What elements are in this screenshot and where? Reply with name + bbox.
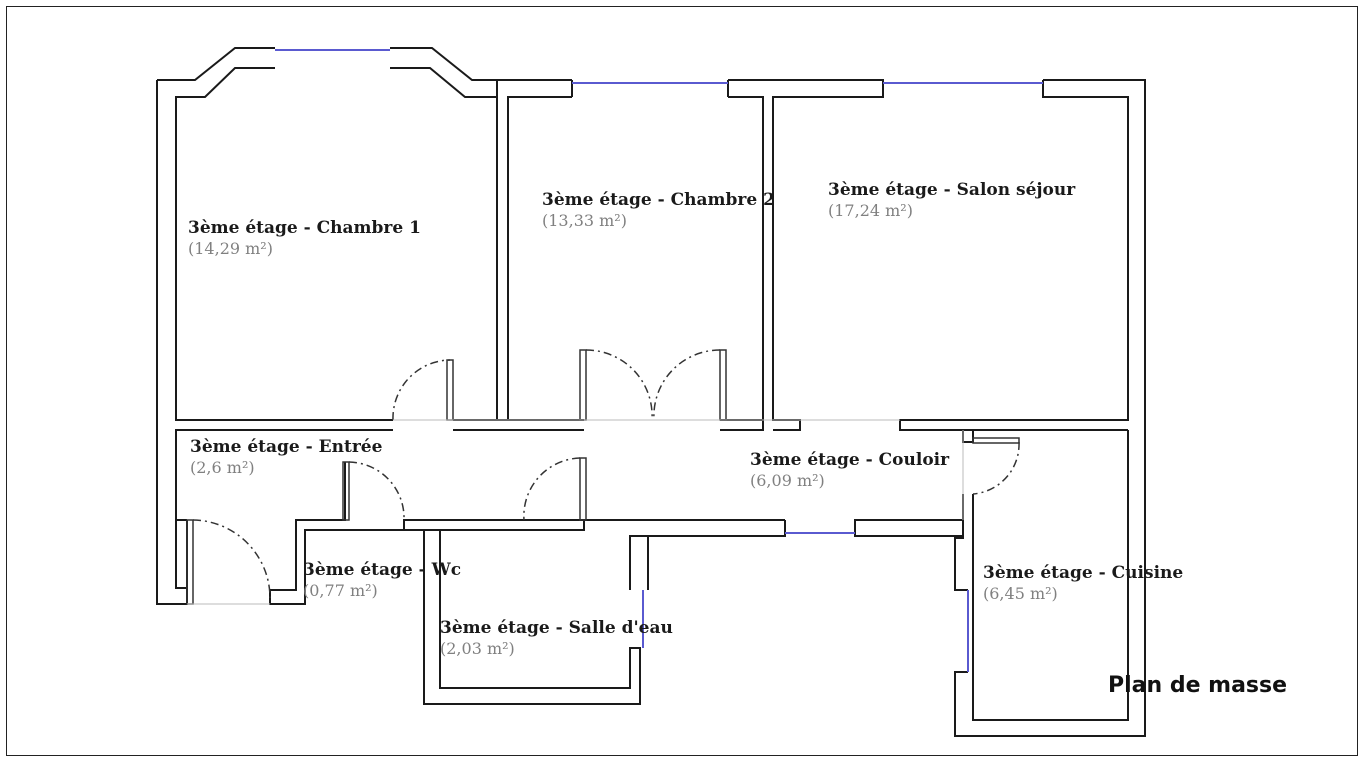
plan-title: Plan de masse	[1108, 673, 1288, 698]
wall-corridor-bottom	[403, 519, 963, 590]
room-label-chambre-2: 3ème étage - Chambre 2 (13,33 m²)	[542, 190, 775, 231]
door-leaf-chambre-2-left	[579, 349, 587, 421]
wall-salle-deau	[423, 530, 648, 705]
door-leaf-cuisine	[972, 437, 1020, 444]
page-frame	[6, 6, 1358, 756]
room-label-salle-deau: 3ème étage - Salle d'eau (2,03 m²)	[440, 618, 673, 659]
door-swing-chambre-2-right	[653, 349, 721, 421]
wall-salon	[763, 79, 1146, 604]
door-swing-cuisine	[972, 441, 1020, 495]
room-name-chambre-2: 3ème étage - Chambre 2	[542, 190, 775, 210]
room-name-couloir: 3ème étage - Couloir	[750, 450, 950, 470]
wall-entree-left	[175, 519, 188, 588]
room-name-chambre-1: 3ème étage - Chambre 1	[188, 218, 421, 238]
door-leaf-chambre-2-right	[719, 349, 727, 421]
door-swing-chambre-1	[392, 359, 451, 421]
wall-corridor-top	[453, 419, 584, 431]
wall-salon-left	[720, 97, 764, 431]
door-swing-chambre-2-left	[585, 349, 653, 421]
room-name-salle-deau: 3ème étage - Salle d'eau	[440, 618, 673, 638]
door-swing-entree	[192, 519, 271, 599]
room-label-salon-sejour: 3ème étage - Salon séjour (17,24 m²)	[828, 180, 1075, 221]
room-name-entree: 3ème étage - Entrée	[190, 437, 383, 457]
wall-chambre-1-outer	[157, 47, 498, 421]
wall-cuisine	[954, 430, 1146, 737]
room-label-couloir: 3ème étage - Couloir (6,09 m²)	[750, 450, 949, 491]
door-leaf-chambre-1	[446, 359, 454, 421]
room-area-salon-sejour: (17,24 m²)	[828, 201, 913, 221]
door-leaf-wc	[342, 461, 350, 521]
room-name-wc: 3ème étage - Wc	[303, 560, 462, 580]
room-area-cuisine: (6,45 m²)	[983, 584, 1058, 604]
door-swing-salle-deau	[523, 457, 581, 521]
room-label-entree: 3ème étage - Entrée (2,6 m²)	[190, 437, 382, 478]
room-area-chambre-1: (14,29 m²)	[188, 239, 273, 259]
room-label-wc: 3ème étage - Wc (0,77 m²)	[303, 560, 461, 601]
room-label-chambre-1: 3ème étage - Chambre 1 (14,29 m²)	[188, 218, 421, 259]
room-area-salle-deau: (2,03 m²)	[440, 639, 515, 659]
room-area-chambre-2: (13,33 m²)	[542, 211, 627, 231]
room-area-wc: (0,77 m²)	[303, 581, 378, 601]
room-label-cuisine: 3ème étage - Cuisine (6,45 m²)	[983, 563, 1183, 604]
door-swing-wc	[348, 461, 405, 521]
room-area-entree: (2,6 m²)	[190, 458, 255, 478]
room-area-couloir: (6,09 m²)	[750, 471, 825, 491]
room-name-cuisine: 3ème étage - Cuisine	[983, 563, 1184, 583]
door-leaf-salle-deau	[579, 457, 587, 521]
wall-chambre-2	[497, 79, 764, 421]
room-name-salon-sejour: 3ème étage - Salon séjour	[828, 180, 1076, 200]
